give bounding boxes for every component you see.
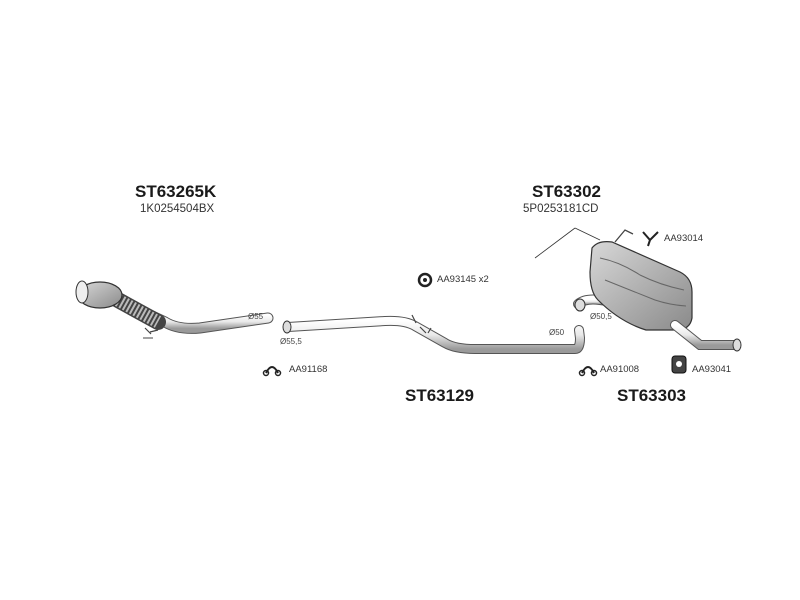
clamp-icon-front — [262, 366, 282, 377]
dimension-label: Ø55 — [248, 312, 264, 321]
part-ref-catalyst: 1K0254504BX — [140, 203, 215, 215]
accessory-label-clamp-rear: AA91008 — [600, 364, 640, 375]
accessory-label-rubber: AA93041 — [692, 364, 732, 375]
catalyst-pipe — [75, 280, 274, 339]
part-ref-rear-silencer: 5P0253181CD — [523, 203, 599, 215]
part-code-rear-silencer: ST63302 — [532, 182, 601, 201]
part-code-middle-pipe: ST63129 — [405, 386, 474, 405]
accessory-label-bracket: AA93014 — [664, 233, 704, 244]
dimension-label: Ø50 — [549, 328, 565, 337]
clamp-icon-rear — [578, 366, 598, 377]
dimension-label: Ø55,5 — [280, 337, 302, 346]
accessory-label-hanger: AA93145 x2 — [437, 274, 489, 285]
part-code-tail: ST63303 — [617, 386, 686, 405]
rear-silencer — [534, 227, 742, 352]
part-code-catalyst: ST63265K — [135, 182, 217, 201]
bracket-icon — [642, 231, 659, 247]
accessory-label-clamp-front: AA91168 — [289, 364, 328, 375]
hanger-icon — [417, 272, 433, 288]
rubber-icon — [671, 355, 687, 374]
dimension-label: Ø50,5 — [590, 312, 612, 321]
middle-pipe — [282, 314, 586, 354]
